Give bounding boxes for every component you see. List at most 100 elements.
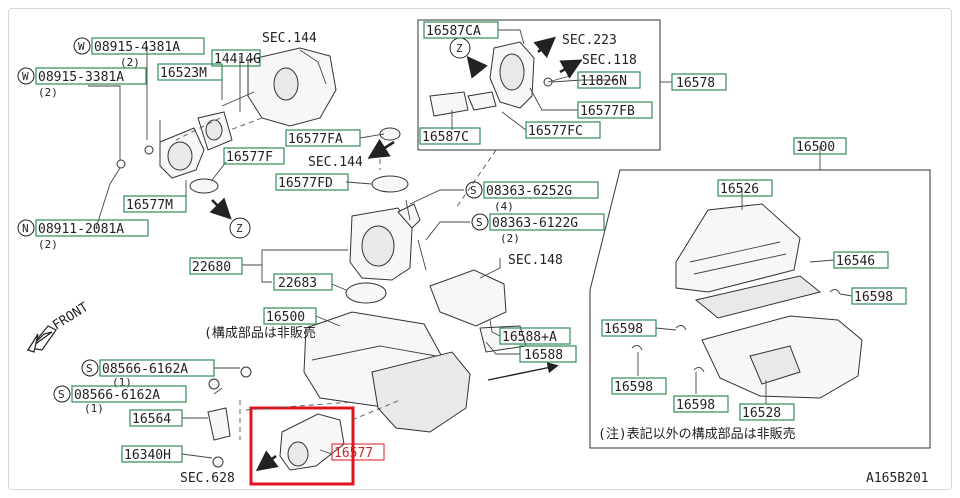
part-label-16564[interactable]: 16564 <box>129 409 183 427</box>
svg-text:16500: 16500 <box>796 140 835 155</box>
svg-text:08915-3381A: 08915-3381A <box>38 70 124 85</box>
o-ring-drawing <box>345 282 387 304</box>
gasket-14414g-drawing <box>197 111 233 151</box>
section-ref: SEC.148 <box>508 253 563 268</box>
svg-text:08363-6252G: 08363-6252G <box>486 184 572 199</box>
clip-drawing <box>675 325 687 331</box>
svg-text:S: S <box>86 362 93 375</box>
svg-text:Z: Z <box>456 42 463 55</box>
clip-drawing <box>829 289 841 295</box>
part-label-16587c[interactable]: 16587C <box>419 127 481 145</box>
svg-text:16577FA: 16577FA <box>288 132 343 147</box>
part-label-16577fd[interactable]: 16577FD <box>275 173 349 191</box>
svg-text:S: S <box>58 388 65 401</box>
part-label-22683[interactable]: 22683 <box>273 273 333 291</box>
svg-text:16598: 16598 <box>854 290 893 305</box>
part-label-16577f[interactable]: 16577F <box>223 147 285 165</box>
air-cleaner-lower-case-drawing <box>701 315 863 399</box>
svg-text:16577FB: 16577FB <box>580 104 635 119</box>
svg-text:08911-2081A: 08911-2081A <box>38 222 124 237</box>
part-label-16598[interactable]: 16598 <box>601 319 657 337</box>
part-label-11826n[interactable]: 11826N <box>577 71 641 89</box>
part-label-16577fb[interactable]: 16577FB <box>577 101 653 119</box>
part-label-08363-6252g[interactable]: 08363-6252G <box>483 181 599 199</box>
part-label-08566-6162a-2[interactable]: 08566-6162A <box>71 385 187 403</box>
part-label-16577fc[interactable]: 16577FC <box>525 121 601 139</box>
quantity-label: (1) <box>84 402 104 415</box>
section-ref: SEC.144 <box>308 155 363 170</box>
part-label-16577-highlighted[interactable]: 16577 <box>331 443 385 461</box>
diagram-id: A165B201 <box>866 471 929 486</box>
bolt-drawing <box>405 199 411 221</box>
quantity-label: (2) <box>38 238 58 251</box>
part-label-16500-main[interactable]: 16500 <box>263 307 317 325</box>
part-label-16587ca[interactable]: 16587CA <box>423 21 499 39</box>
svg-text:W: W <box>22 70 29 83</box>
marker-n: N <box>17 219 35 237</box>
inset-box-16578 <box>417 19 661 151</box>
part-label-16598[interactable]: 16598 <box>611 377 667 395</box>
svg-text:22683: 22683 <box>278 276 317 291</box>
part-label-08911-2081a[interactable]: 08911-2081A <box>35 219 149 237</box>
part-label-08363-6122g[interactable]: 08363-6122G <box>489 213 605 231</box>
note-other-parts-not-for-sale: (注)表記以外の構成部品は非販売 <box>598 426 796 442</box>
flow-arrows <box>209 36 583 472</box>
svg-text:16587CA: 16587CA <box>426 24 481 39</box>
air-cleaner-upper-case-drawing <box>675 203 801 293</box>
part-label-16528[interactable]: 16528 <box>739 403 795 421</box>
part-label-08915-3381a[interactable]: 08915-3381A <box>35 67 147 85</box>
marker-s: S <box>471 213 489 231</box>
part-label-16598[interactable]: 16598 <box>851 287 907 305</box>
leader-lines <box>88 29 853 459</box>
part-label-16577fa[interactable]: 16577FA <box>285 129 361 147</box>
stud-bolt-drawing <box>221 91 255 107</box>
idle-valve-drawing <box>429 41 571 117</box>
svg-text:16500: 16500 <box>266 310 305 325</box>
part-label-16526[interactable]: 16526 <box>717 179 773 197</box>
svg-text:11826N: 11826N <box>580 74 627 89</box>
section-ref: SEC.628 <box>180 471 235 486</box>
marker-s: S <box>465 181 483 199</box>
svg-text:16577F: 16577F <box>226 150 273 165</box>
svg-text:16528: 16528 <box>742 406 781 421</box>
svg-text:16523M: 16523M <box>160 66 207 81</box>
air-cleaner-drawing <box>303 311 471 433</box>
clamp-16577fd-drawing <box>371 175 409 193</box>
quantity-label: (2) <box>38 86 58 99</box>
svg-text:16588: 16588 <box>524 348 563 363</box>
section-ref: SEC.223 <box>562 33 617 48</box>
part-label-08915-4381a[interactable]: 08915-4381A <box>91 37 205 55</box>
throttle-housing-drawing <box>247 47 337 127</box>
part-label-14414g[interactable]: 14414G <box>211 49 261 67</box>
part-label-16523m[interactable]: 16523M <box>157 63 223 81</box>
part-label-16598[interactable]: 16598 <box>673 395 729 413</box>
washer-drawing <box>144 145 154 155</box>
svg-text:16577FC: 16577FC <box>528 124 583 139</box>
front-label: FRONT <box>50 300 91 334</box>
svg-text:16340H: 16340H <box>124 448 171 463</box>
part-label-16577m[interactable]: 16577M <box>123 195 187 213</box>
part-label-22680[interactable]: 22680 <box>189 257 243 275</box>
marker-w: W <box>73 37 91 55</box>
air-filter-element-drawing <box>694 275 822 319</box>
quantity-label: (2) <box>120 56 140 69</box>
part-label-16588a[interactable]: 16588+A <box>499 327 571 345</box>
svg-text:16577M: 16577M <box>126 198 173 213</box>
front-direction-arrow <box>27 325 57 353</box>
part-label-16340h[interactable]: 16340H <box>121 445 183 463</box>
svg-text:16526: 16526 <box>720 182 759 197</box>
part-label-16500-box[interactable]: 16500 <box>793 137 847 155</box>
marker-z: Z <box>449 37 471 59</box>
clip-drawing <box>631 345 643 351</box>
section-ref: SEC.144 <box>262 31 317 46</box>
svg-text:16564: 16564 <box>132 412 171 427</box>
part-label-16546[interactable]: 16546 <box>833 251 889 269</box>
clamp-drawing <box>189 178 219 194</box>
nut-drawing <box>116 159 126 169</box>
part-label-16578[interactable]: 16578 <box>671 73 727 91</box>
part-label-08566-6162a-1[interactable]: 08566-6162A <box>99 359 215 377</box>
part-label-16588[interactable]: 16588 <box>519 345 577 363</box>
inset-box-16500 <box>589 169 931 449</box>
svg-text:14414G: 14414G <box>214 52 261 67</box>
